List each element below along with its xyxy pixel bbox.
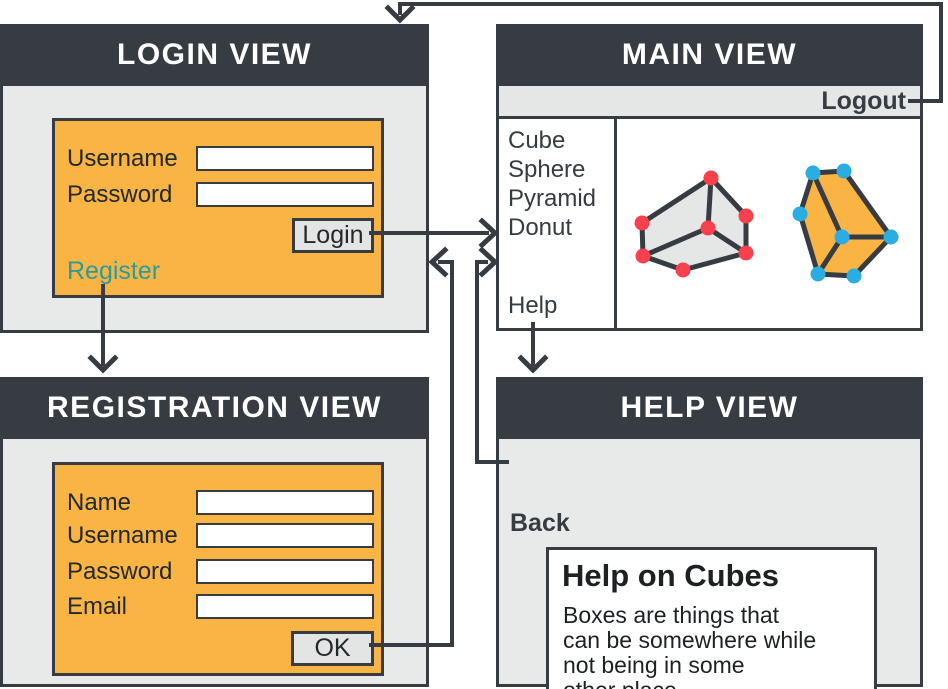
reg-password-label: Password [67, 558, 173, 585]
menu-item-cube[interactable]: Cube [508, 127, 566, 154]
login-button[interactable]: Login [292, 218, 374, 253]
logout-bar: Logout [499, 86, 920, 119]
help-view-body: Back Help on Cubes Boxes are things that… [496, 439, 923, 689]
arrow-down-icon [87, 354, 119, 374]
register-link[interactable]: Register [67, 257, 161, 285]
main-view-content: Cube Sphere Pyramid Donut Help [499, 119, 920, 328]
login-view-body: Username Password Login Register [0, 86, 429, 333]
username-input[interactable] [196, 146, 374, 171]
help-view-panel: HELP VIEW Back Help on Cubes Boxes are t… [496, 377, 923, 689]
login-form: Username Password Login Register [52, 118, 384, 298]
registration-form: Name Username Password Email OK [52, 462, 384, 676]
name-label: Name [67, 489, 132, 516]
back-button[interactable]: Back [510, 509, 570, 537]
menu-item-pyramid[interactable]: Pyramid [508, 185, 597, 212]
shape-canvas [620, 119, 920, 328]
login-view-panel: LOGIN VIEW Username Password Login Regis… [0, 24, 429, 333]
logout-button[interactable]: Logout [821, 87, 906, 115]
red-vertex-dots [634, 170, 754, 278]
reg-password-input[interactable] [196, 559, 374, 584]
arrow-down-icon [384, 4, 416, 24]
arrow-right-icon [478, 246, 499, 278]
reg-username-label: Username [67, 522, 178, 549]
gray-cube-wireframe [634, 170, 754, 278]
help-box-text: Boxes are things that can be somewhere w… [563, 602, 817, 689]
registration-view-body: Name Username Password Email OK [0, 439, 429, 687]
shape-menu: Cube Sphere Pyramid Donut [508, 126, 596, 242]
email-label: Email [67, 593, 128, 620]
blue-vertex-dots [792, 163, 899, 284]
ok-button[interactable]: OK [291, 631, 374, 666]
login-view-title: LOGIN VIEW [0, 24, 429, 86]
registration-view-title: REGISTRATION VIEW [0, 377, 429, 439]
main-view-title: MAIN VIEW [496, 24, 923, 86]
username-label: Username [67, 145, 178, 172]
help-box: Help on Cubes Boxes are things that can … [546, 547, 877, 689]
arrow-left-icon [428, 246, 449, 278]
reg-username-input[interactable] [196, 523, 374, 548]
menu-item-help[interactable]: Help [508, 292, 558, 319]
cube-illustrations [634, 163, 899, 284]
menu-item-donut[interactable]: Donut [508, 214, 573, 241]
name-input[interactable] [196, 490, 374, 515]
orange-cube-wireframe [792, 163, 899, 284]
arrow-right-icon [478, 217, 499, 249]
help-box-heading: Help on Cubes [562, 558, 780, 593]
main-view-panel: MAIN VIEW Logout Cube Sphere Pyramid Don… [496, 24, 923, 331]
help-view-title: HELP VIEW [496, 377, 923, 439]
arrow-down-icon [517, 354, 549, 374]
main-view-sidebar: Cube Sphere Pyramid Donut Help [499, 119, 617, 328]
registration-view-panel: REGISTRATION VIEW Name Username Password… [0, 377, 429, 687]
password-label: Password [67, 181, 173, 208]
password-input[interactable] [196, 182, 374, 207]
email-input[interactable] [196, 594, 374, 619]
menu-item-sphere[interactable]: Sphere [508, 156, 586, 183]
